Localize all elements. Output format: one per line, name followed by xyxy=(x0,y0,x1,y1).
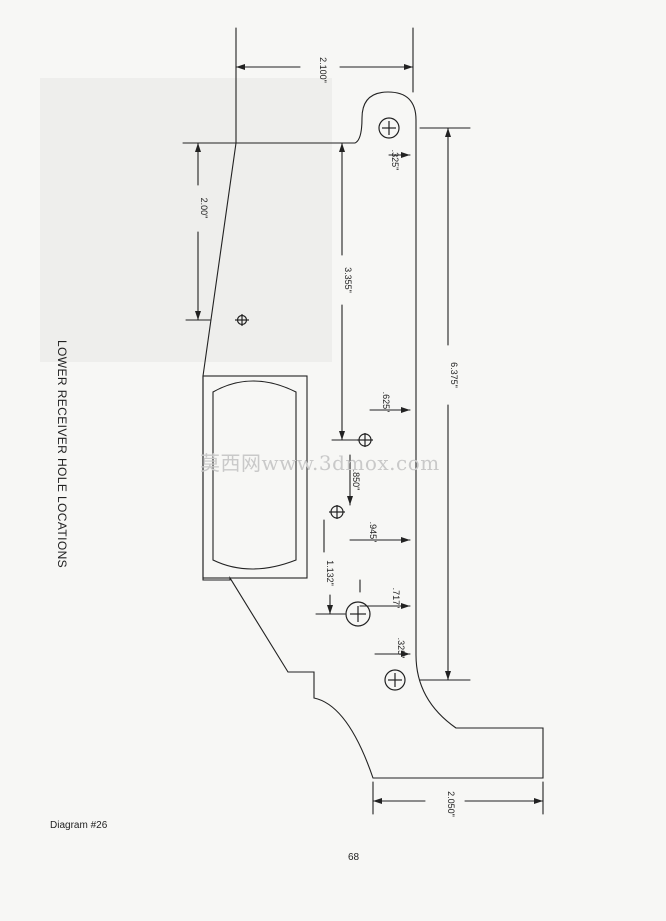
diagram-title-text: LOWER RECEIVER HOLE LOCATIONS xyxy=(55,339,69,569)
diagram-caption: Diagram #26 xyxy=(50,820,108,831)
dimension-label-200: 2.00" xyxy=(199,198,209,219)
arrowhead xyxy=(445,128,451,137)
dimension-label-945: .945" xyxy=(368,522,378,543)
receiver-outline xyxy=(202,91,544,779)
dimension-label-2100: 2.100" xyxy=(318,57,328,83)
magazine-well-inner xyxy=(212,380,297,570)
arrowhead xyxy=(339,431,345,440)
arrowhead xyxy=(401,537,410,543)
hole-safety xyxy=(345,601,371,627)
arrowhead xyxy=(195,311,201,320)
shaded-background-panel xyxy=(40,78,332,362)
hole-trigger xyxy=(329,505,345,519)
arrowhead xyxy=(401,651,410,657)
arrowhead xyxy=(404,64,413,70)
arrowhead xyxy=(195,143,201,152)
dimension-label-325-bottom: .325" xyxy=(396,638,406,659)
arrowhead xyxy=(534,798,543,804)
arrowhead xyxy=(445,671,451,680)
dimension-label-3355: 3.355" xyxy=(343,267,353,293)
dimension-label-325-top: .325" xyxy=(390,150,400,171)
diagram-title: LOWER RECEIVER HOLE LOCATIONS xyxy=(52,318,72,590)
watermark-text: 莫西网www.3dmox.com xyxy=(200,451,440,475)
dimension-label-1132: 1.132" xyxy=(325,560,335,586)
arrowhead xyxy=(236,64,245,70)
dimension-label-717: .717" xyxy=(391,588,401,609)
hole-top-pivot xyxy=(378,117,400,139)
arrowhead xyxy=(339,143,345,152)
dimension-label-625: .625" xyxy=(381,392,391,413)
hole-rear-takedown xyxy=(384,669,406,691)
dimension-label-2050: 2.050" xyxy=(446,791,456,817)
arrowhead xyxy=(327,605,333,614)
magazine-well-outline xyxy=(202,375,308,579)
arrowhead xyxy=(347,496,353,505)
arrowhead xyxy=(401,152,410,158)
arrowhead xyxy=(401,603,410,609)
hole-bolt-catch xyxy=(235,314,249,326)
dimension-label-850: .850" xyxy=(351,470,361,491)
arrowhead xyxy=(373,798,382,804)
hole-magazine-catch xyxy=(357,433,373,447)
arrowhead xyxy=(401,407,410,413)
page-number: 68 xyxy=(348,852,360,863)
dimension-label-6375: 6.375" xyxy=(449,362,459,388)
